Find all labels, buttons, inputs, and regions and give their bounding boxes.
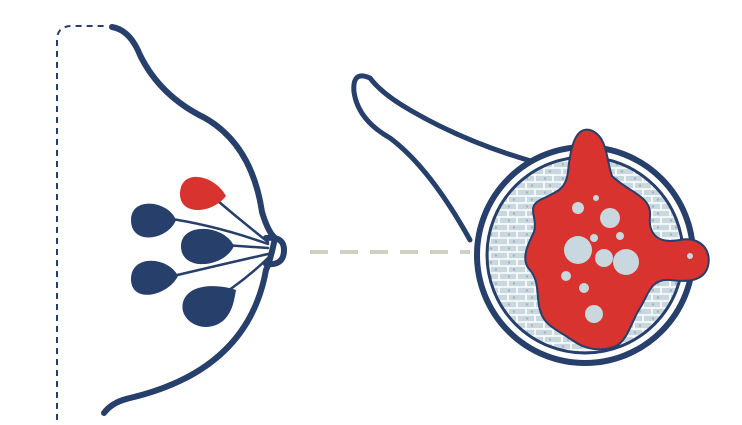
chest-wall-line <box>57 26 108 420</box>
lobule-upper-left <box>131 204 176 238</box>
lobule-tumor-red <box>180 177 226 210</box>
lobule-lower-left <box>131 261 178 295</box>
lobule-bottom-right <box>182 286 236 327</box>
lobule-middle-right <box>181 229 234 264</box>
breast-contour <box>104 27 275 413</box>
lobule-cluster-icon <box>131 177 236 327</box>
